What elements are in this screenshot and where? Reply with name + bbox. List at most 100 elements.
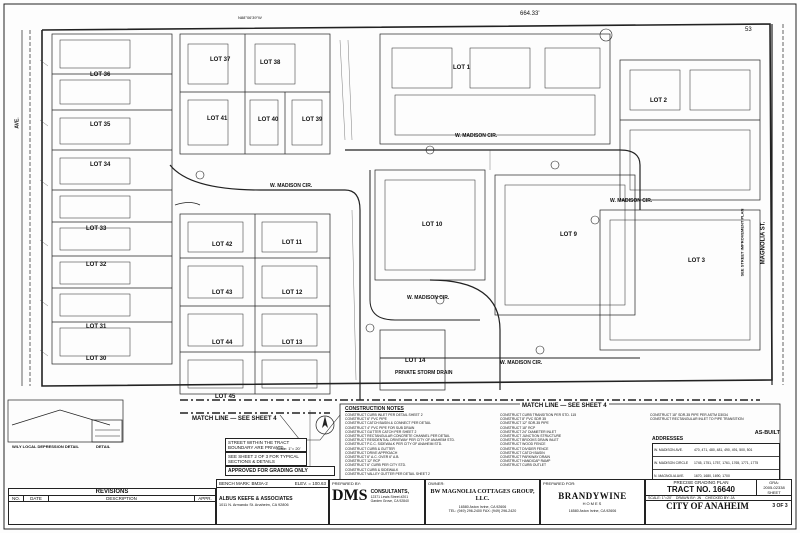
lot-30-label: LOT 30 — [86, 356, 107, 362]
note-item: CONSTRUCT DIVIDER FENCE — [500, 446, 549, 451]
lot-31-label: LOT 31 — [86, 324, 107, 330]
note-item: CONSTRUCT 8" PVC SDR 35 — [500, 417, 546, 422]
note-item: CONSTRUCT 12" RCP — [345, 459, 381, 464]
scale-bar-label: Scale: 1"= 20' — [276, 446, 301, 451]
note-item: CONSTRUCT CURB & GUTTER — [345, 446, 395, 451]
street-label-madison-1: W. MADISON CIR. — [270, 183, 313, 189]
revisions-col-description: DESCRIPTION — [49, 496, 195, 501]
title-meta-row: SCALE: 1"=20' DRAWN BY: JN CHECKED BY: J… — [646, 496, 791, 501]
prepared-by-label: PREPARED BY: — [332, 481, 362, 486]
title-bottom-row: CITY OF ANAHEIM 3 OF 3 — [646, 501, 791, 511]
benchmark-label: BENCH MARK: BM3A-2 — [219, 481, 268, 486]
top-bearing: N88°06'39"W — [238, 15, 262, 20]
address-numbers: 1670, 1680, 1690, 1700 — [694, 473, 730, 478]
gra-cell: GRA: 2005-02338 SHEET — [757, 480, 791, 495]
prepared-by-firm-row: DMS CONSULTANTS, 12371 Lewis Street #201… — [330, 487, 424, 505]
owner-label: OWNER: — [428, 481, 445, 486]
as-built-label: AS-BUILT — [754, 430, 780, 436]
note-item: CONSTRUCT 6" A.C. OVER 6" A.B. — [345, 455, 400, 460]
address-street: W. MADISON AVE. — [654, 447, 683, 452]
note-item: CONSTRUCT 24" DIAMETER INLET — [500, 429, 557, 434]
note-item: CONSTRUCT VALLEY GUTTER PER DETAIL SHEET… — [345, 471, 430, 476]
note-item: CONSTRUCT RECTANGULAR CONCRETE CHANNEL P… — [345, 434, 450, 439]
lot-35-label: LOT 35 — [90, 122, 111, 128]
title-top-row: PRECISE GRADING PLAN TRACT NO. 16640 GRA… — [646, 480, 791, 496]
note-item: CONSTRUCT PARKWAY DRAIN — [500, 455, 550, 460]
title-checked: CHECKED BY: JA — [705, 496, 735, 500]
title-scale: SCALE: 1"=20' — [648, 496, 672, 500]
lot-37-label: LOT 37 — [210, 57, 231, 63]
note-item: CONSTRUCT RECTANGULAR INLET TO PIPE TRAN… — [650, 417, 744, 422]
construction-notes-col1: CONSTRUCT CURB INLET PER DETAIL SHEET 2 … — [345, 413, 495, 476]
street-label-avenue: AVE. — [14, 117, 21, 129]
note-item: CONSTRUCT 18" SDR-35 PIPE PER ASTM D3034 — [650, 413, 728, 417]
corner-label: 53 — [745, 27, 752, 33]
note-item: CONSTRUCT 6" CURB PER CITY STD. — [345, 463, 406, 468]
benchmark-row: BENCH MARK: BM3A-2 ELEV. = 100.63 — [217, 480, 328, 488]
title-plan-cell: PRECISE GRADING PLAN TRACT NO. 16640 — [646, 480, 757, 495]
lot-40-label: LOT 40 — [258, 117, 279, 123]
dms-details: CONSULTANTS, 12371 Lewis Street #201 Gar… — [371, 489, 411, 503]
lot-34-label: LOT 34 — [90, 162, 111, 168]
detail-label: DETAIL — [96, 444, 111, 449]
match-line-main: MATCH LINE — SEE SHEET 4 — [520, 403, 609, 409]
owner-block: OWNER: BW MAGNOLIA COTTAGES GROUP, LLC. … — [425, 479, 540, 525]
lot-9-label: LOT 9 — [560, 232, 578, 238]
match-line-left: MATCH LINE — SEE SHEET 4 — [190, 416, 279, 422]
dms-subtitle: CONSULTANTS, — [370, 489, 409, 495]
note-item: CONSTRUCT 18" RCP — [500, 425, 536, 430]
lot-12-label: LOT 12 — [282, 290, 303, 296]
owner-address: 16580 Aston Irvine, CA 92606 — [458, 505, 507, 509]
note-item: CONSTRUCT JUNCTION STRUCTURE — [500, 434, 562, 439]
note-item: CONSTRUCT DRIVE APPROACH — [345, 450, 398, 455]
note-item: CONSTRUCT CURB INLET PER DETAIL SHEET 2 — [345, 413, 423, 417]
sheet-number: 3 OF 3 — [772, 503, 788, 509]
engineer-name: ALBUS KEEFE & ASSOCIATES — [219, 496, 293, 502]
see-sheet-note: SEE SHEET 2 OF 3 FOR TYPICAL SECTIONS & … — [225, 452, 307, 466]
lot-41-label: LOT 41 — [207, 116, 228, 122]
note-item: CONSTRUCT CURB TRANSITION PER STD. 115 — [500, 413, 577, 417]
note-item: CONSTRUCT CURB OUTLET — [500, 463, 547, 468]
street-plan-note: SEE STREET IMPROVEMENT PLAN — [739, 208, 745, 277]
lot-2-label: LOT 2 — [650, 98, 668, 104]
address-street: W. MADISON CIRCLE — [654, 460, 689, 465]
note-item: CONSTRUCT GUTTER CATCH PER SHEET 2 — [345, 429, 417, 434]
title-block: PRECISE GRADING PLAN TRACT NO. 16640 GRA… — [645, 479, 792, 525]
note-item: CONSTRUCT P.C.C. SIDEWALK PER CITY OF AN… — [345, 442, 443, 447]
low-point-detail-label: W/LY LOCAL DEPRESSION DETAIL — [12, 444, 79, 449]
revisions-col-date: DATE — [24, 496, 49, 501]
lot-33-label: LOT 33 — [86, 226, 107, 232]
lot-13-label: LOT 13 — [282, 340, 303, 346]
lot-39-label: LOT 39 — [302, 117, 323, 123]
prepared-by-block: PREPARED BY: DMS CONSULTANTS, 12371 Lewi… — [329, 479, 425, 525]
lot-10-label: LOT 10 — [422, 222, 443, 228]
title-drawn: DRAWN BY: JN — [675, 496, 702, 500]
lot-14-label: LOT 14 — [405, 358, 426, 364]
approved-grading-stamp: APPROVED FOR GRADING ONLY — [225, 466, 335, 476]
note-item: CONSTRUCT BROOKS DRAIN INLET — [500, 438, 559, 443]
storm-drain-label: PRIVATE STORM DRAIN — [395, 370, 453, 376]
private-street-note: STREET WITHIN THE TRACT BOUNDARY ARE PRI… — [225, 438, 307, 452]
construction-notes-col2: CONSTRUCT CURB TRANSITION PER STD. 115 C… — [500, 413, 645, 468]
lot-42-label: LOT 42 — [212, 242, 233, 248]
dms-logo: DMS — [332, 487, 368, 504]
revisions-title: REVISIONS — [9, 489, 215, 496]
address-row: N. MAGNOLIA AVE. 1670, 1680, 1690, 1700 — [653, 470, 779, 482]
see-sheet-text: SEE SHEET 2 OF 3 FOR TYPICAL SECTIONS & … — [228, 454, 299, 464]
address-row: W. MADISON AVE. 470, 471, 480, 481, 490,… — [653, 444, 779, 457]
lot-44-label: LOT 44 — [212, 340, 233, 346]
note-item: CONSTRUCT CATCH BASIN & CONNECT PER DETA… — [345, 421, 432, 426]
note-item: CONSTRUCT 12" SDR-35 PIPE — [500, 421, 549, 426]
note-item: CONSTRUCT CURB & SIDEWALK — [345, 467, 399, 472]
street-label-madison-5: W. MADISON CIR. — [500, 360, 543, 366]
engineer-block: BENCH MARK: BM3A-2 ELEV. = 100.63 ALBUS … — [216, 479, 329, 525]
street-label-madison-2: W. MADISON CIR. — [455, 133, 498, 139]
note-item: CONSTRUCT HANDICAP RAMP — [500, 459, 551, 464]
prepared-for-block: PREPARED FOR: BRANDYWINE HOMES 16580 Ast… — [540, 479, 645, 525]
benchmark-elev: ELEV. = 100.63 — [294, 481, 326, 486]
gra-number: 2005-02338 — [763, 485, 785, 490]
lot-11-label: LOT 11 — [282, 240, 303, 246]
street-label-magnolia: MAGNOLIA ST. — [760, 221, 767, 265]
lot-32-label: LOT 32 — [86, 262, 107, 268]
